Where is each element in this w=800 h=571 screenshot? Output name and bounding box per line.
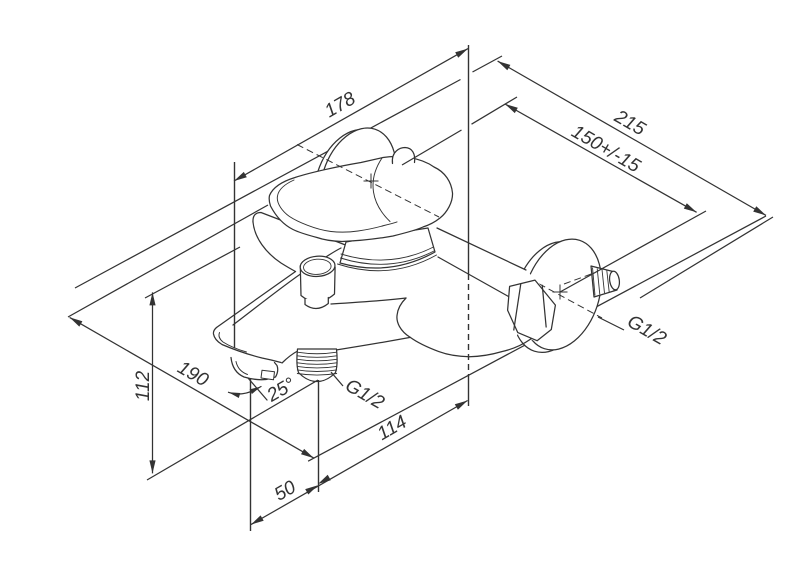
svg-text:112: 112 <box>133 370 154 401</box>
